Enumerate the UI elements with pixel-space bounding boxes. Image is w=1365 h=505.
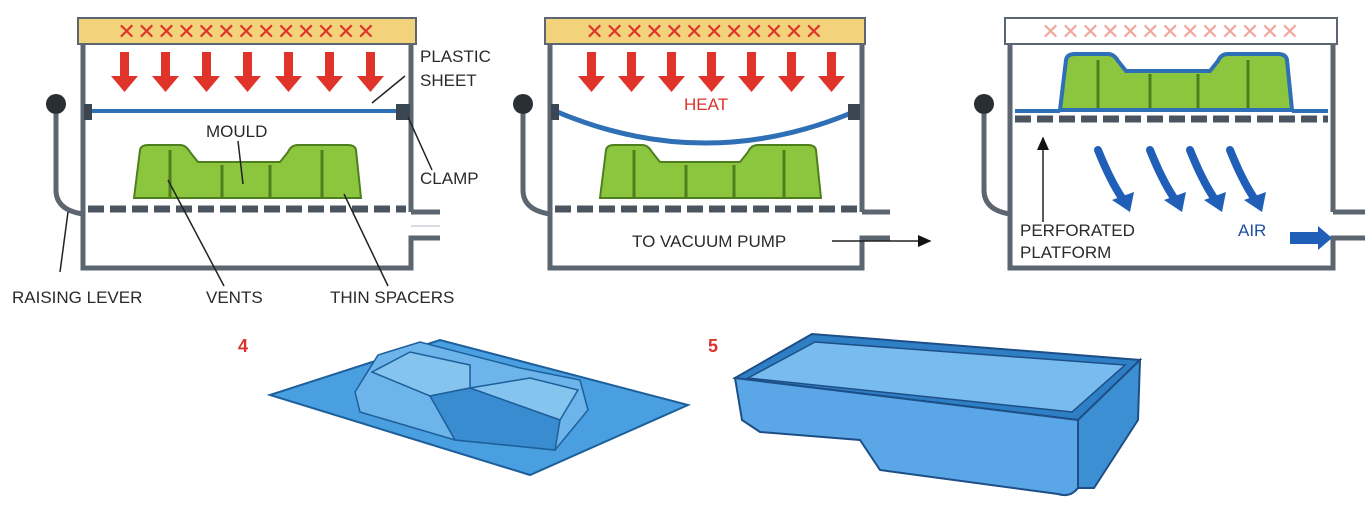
label-to-vacuum-pump: TO VACUUM PUMP (632, 232, 786, 251)
mould (132, 144, 363, 199)
heater: ✕✕✕✕✕✕✕✕✕✕✕✕ (544, 17, 866, 45)
label-raising-lever: RAISING LEVER (12, 288, 142, 307)
raising-lever (513, 94, 551, 217)
label-perforated-2: PLATFORM (1020, 243, 1111, 262)
sagging-plastic-sheet (554, 108, 857, 146)
clamp (396, 104, 410, 120)
heat-arrows (578, 52, 845, 92)
label-mould: MOULD (206, 122, 267, 141)
svg-text:✕✕✕✕✕✕✕✕✕✕✕✕✕: ✕✕✕✕✕✕✕✕✕✕✕✕✕ (117, 19, 376, 44)
label-plastic-sheet-1: PLASTIC (420, 47, 491, 66)
mould (598, 144, 823, 199)
svg-text:✕✕✕✕✕✕✕✕✕✕✕✕: ✕✕✕✕✕✕✕✕✕✕✕✕ (585, 19, 824, 44)
raising-lever (46, 94, 84, 217)
machine-frame (80, 44, 440, 271)
panel-3-forming: ✕✕✕✕✕✕✕✕✕✕✕✕✕ PER (974, 17, 1365, 271)
raising-lever (974, 94, 1011, 217)
heater-off: ✕✕✕✕✕✕✕✕✕✕✕✕✕ (1004, 17, 1338, 45)
step-5-trimmed-tray: 5 (708, 332, 1143, 497)
label-plastic-sheet-2: SHEET (420, 71, 477, 90)
label-heat: HEAT (684, 95, 728, 114)
label-air: AIR (1238, 221, 1266, 240)
machine-frame (547, 44, 890, 271)
panel-2-heating: ✕✕✕✕✕✕✕✕✕✕✕✕ HEAT TO VACUUM PUMP (513, 17, 932, 271)
label-vents: VENTS (206, 288, 263, 307)
machine-frame (1007, 44, 1365, 271)
step-number-4: 4 (238, 336, 248, 356)
heater: ✕✕✕✕✕✕✕✕✕✕✕✕✕ (77, 17, 417, 45)
panel-1-setup: ✕✕✕✕✕✕✕✕✕✕✕✕✕ (12, 17, 491, 307)
formed-mould (1015, 52, 1328, 113)
heat-arrows (111, 52, 384, 92)
air-arrows (1094, 146, 1258, 202)
label-perforated-1: PERFORATED (1020, 221, 1135, 240)
step-number-5: 5 (708, 336, 718, 356)
label-thin-spacers: THIN SPACERS (330, 288, 454, 307)
label-clamp: CLAMP (420, 169, 479, 188)
step-4-formed-sheet: 4 (238, 336, 692, 477)
svg-text:✕✕✕✕✕✕✕✕✕✕✕✕✕: ✕✕✕✕✕✕✕✕✕✕✕✕✕ (1041, 19, 1300, 44)
